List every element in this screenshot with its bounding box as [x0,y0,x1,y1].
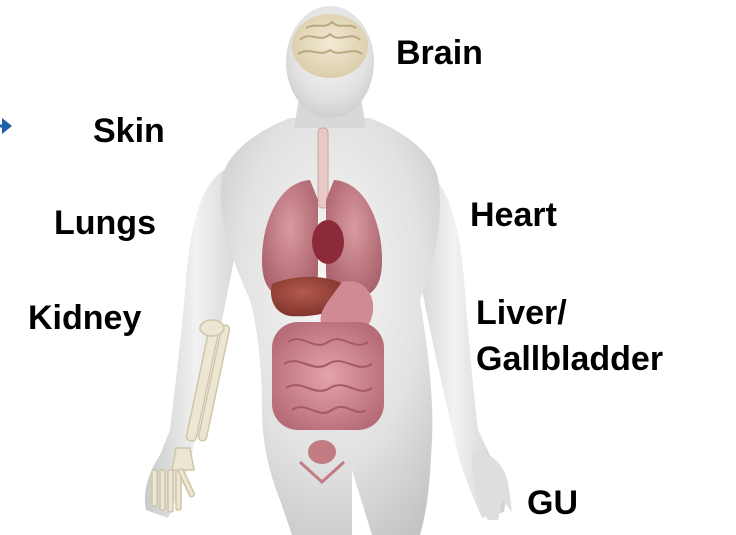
label-gallbladder: Gallbladder [476,340,663,379]
label-gu: GU [527,484,578,523]
bladder-organ [308,440,336,464]
intestines-organ [272,322,384,430]
label-liver: Liver/ [476,294,567,333]
label-lungs: Lungs [54,204,156,243]
brain-organ [292,14,368,78]
arrow-right-icon [0,118,12,134]
label-heart: Heart [470,196,557,235]
right-hand [472,452,512,520]
heart-organ [312,220,344,264]
trachea [318,128,328,208]
label-kidney: Kidney [28,299,141,338]
label-brain: Brain [396,34,483,73]
label-skin: Skin [93,112,165,151]
